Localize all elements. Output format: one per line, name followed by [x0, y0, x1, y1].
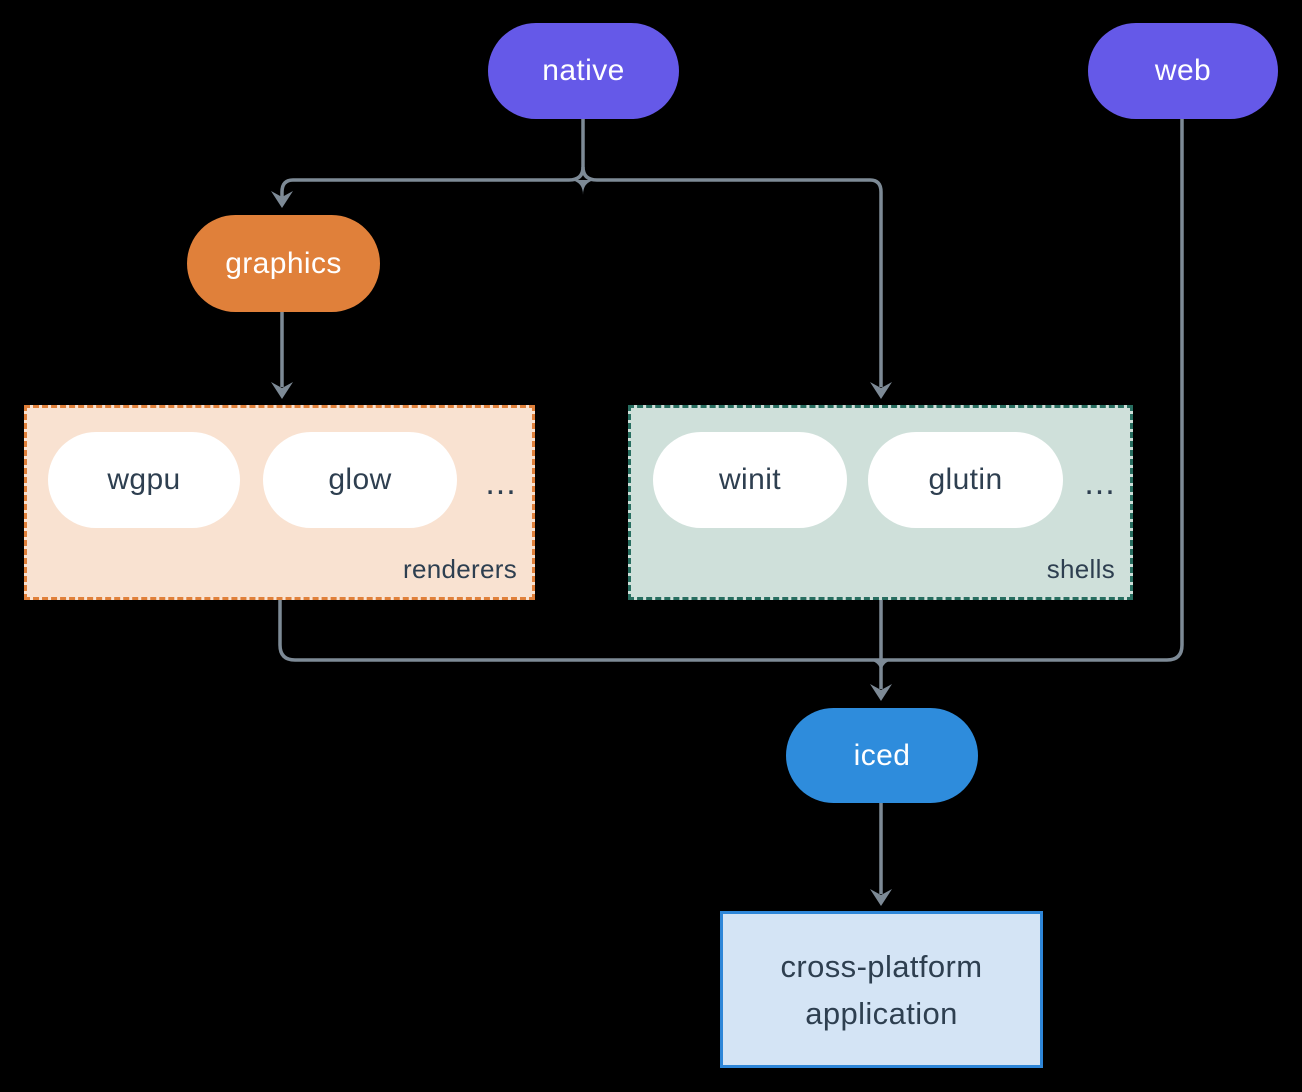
arrowhead-renderers	[271, 382, 293, 399]
renderers-group-label: renderers	[403, 554, 517, 584]
node-wgpu-label: wgpu	[107, 463, 181, 496]
edge-lines	[278, 119, 1184, 894]
node-glutin: glutin	[868, 432, 1063, 528]
node-iced-label: iced	[853, 738, 911, 772]
node-graphics-label: graphics	[225, 246, 342, 280]
node-glutin-label: glutin	[928, 463, 1003, 496]
node-winit-label: winit	[718, 463, 781, 496]
node-cross-platform-application: cross-platform application	[720, 911, 1043, 1068]
edge-web-to-junction	[881, 119, 1184, 662]
shells-ellipsis: ...	[1084, 463, 1116, 502]
arrowhead-shells	[870, 382, 892, 399]
node-glow-label: glow	[328, 463, 392, 496]
node-graphics: graphics	[187, 215, 380, 312]
node-winit: winit	[653, 432, 847, 528]
node-native: native	[488, 23, 679, 119]
fork-tip	[571, 180, 595, 195]
node-web: web	[1088, 23, 1278, 119]
arrowhead-graphics	[271, 191, 293, 208]
arrowhead-app	[870, 889, 892, 906]
edge-renderers-to-junction	[278, 600, 881, 662]
app-label-line1: cross-platform	[780, 948, 983, 984]
edge-arrowheads	[271, 180, 893, 906]
node-native-label: native	[542, 54, 625, 87]
shells-group-label: shells	[1046, 554, 1115, 584]
node-iced: iced	[786, 708, 978, 803]
node-web-label: web	[1154, 54, 1212, 87]
group-shells: winit glutin ... shells	[628, 405, 1133, 600]
group-renderers: wgpu glow ... renderers	[24, 405, 535, 600]
edge-native-to-graphics	[280, 119, 585, 197]
renderers-ellipsis: ...	[485, 463, 517, 502]
junction-flare	[869, 660, 893, 675]
edge-native-to-shells	[581, 166, 883, 387]
arrowhead-iced	[870, 684, 892, 701]
app-label-line2: application	[805, 995, 958, 1031]
node-wgpu: wgpu	[48, 432, 240, 528]
node-glow: glow	[263, 432, 457, 528]
